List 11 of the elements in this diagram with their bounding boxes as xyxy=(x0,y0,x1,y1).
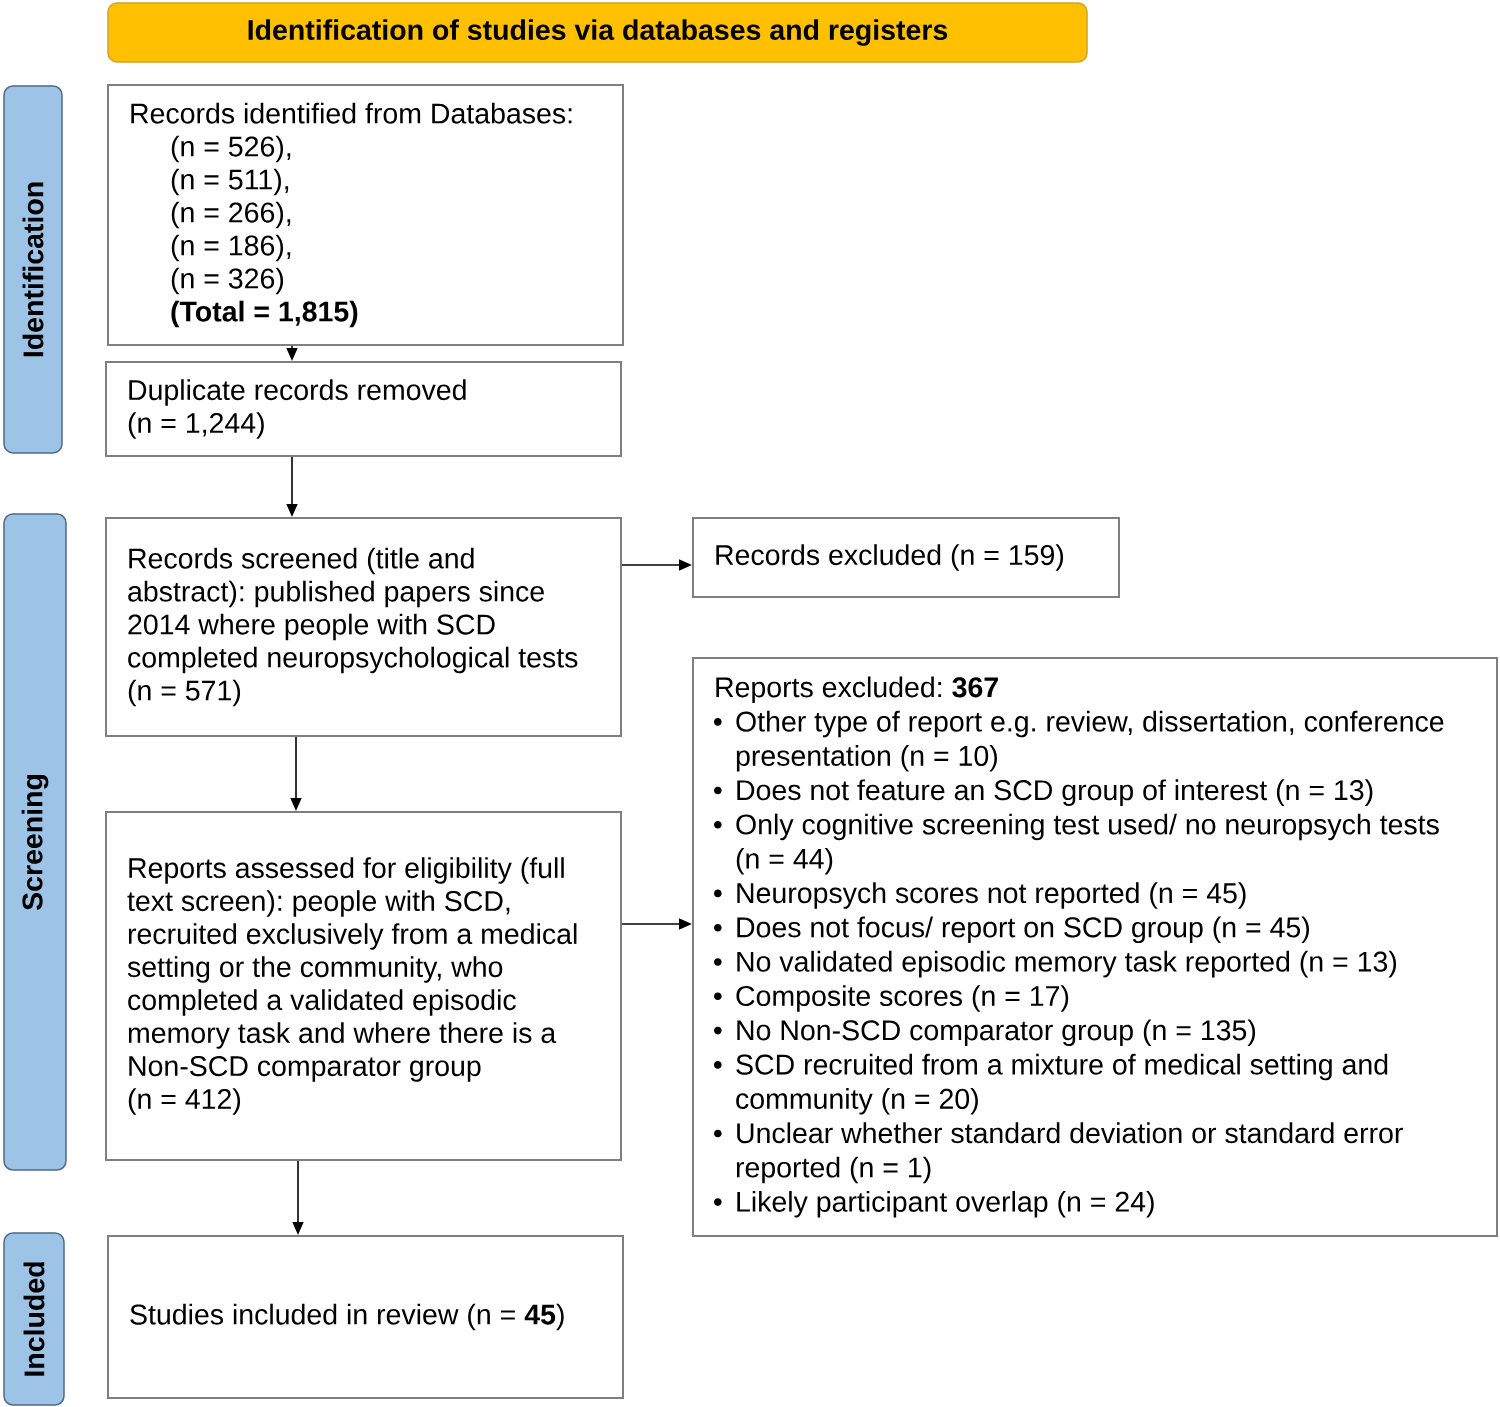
stage-band: Screening xyxy=(3,513,67,1171)
title-banner: Identification of studies via databases and registers xyxy=(107,2,1088,63)
process-box: Records identified from Databases: (n = 526), (n = 511), (n = 266), (n = 186), (n = 326) (Total = 1,815) xyxy=(107,84,624,346)
process-box: Records screened (title and abstract): published papers since 2014 where people with SCD completed neuropsychological tests (n = 571) xyxy=(105,517,622,737)
stage-band: Included xyxy=(3,1232,65,1406)
process-box: Studies included in review (n = 45) xyxy=(107,1235,624,1399)
process-box: Duplicate records removed (n = 1,244) xyxy=(105,361,622,457)
process-box: Reports assessed for eligibility (full text screen): people with SCD, recruited exclusively from a medical setting or the community, who completed a validated episodic memory task and where there is a Non-SCD comparator group (n = 412) xyxy=(105,811,622,1161)
stage-band: Identification xyxy=(3,85,63,454)
process-box: Reports excluded: 367 Other type of report e.g. review, dissertation, conference presentation (n = 10) Does not feature an SCD group of interest (n = 13) Only cognitive screening test used/ no neuropsych tests (n = 44) Neuropsych scores not reported (n = 45) Does not focus/ report on SCD group (n = 45) No validated episodic memory task reported (n = 13) Composite scores (n = 17) No Non-SCD comparator group (n = 135) SCD recruited from a mixture of medical setting and community (n = 20) Unclear whether standard deviation or standard error reported (n = 1) Likely participant overlap (n = 24) xyxy=(692,657,1498,1237)
process-box: Records excluded (n = 159) xyxy=(692,517,1120,598)
